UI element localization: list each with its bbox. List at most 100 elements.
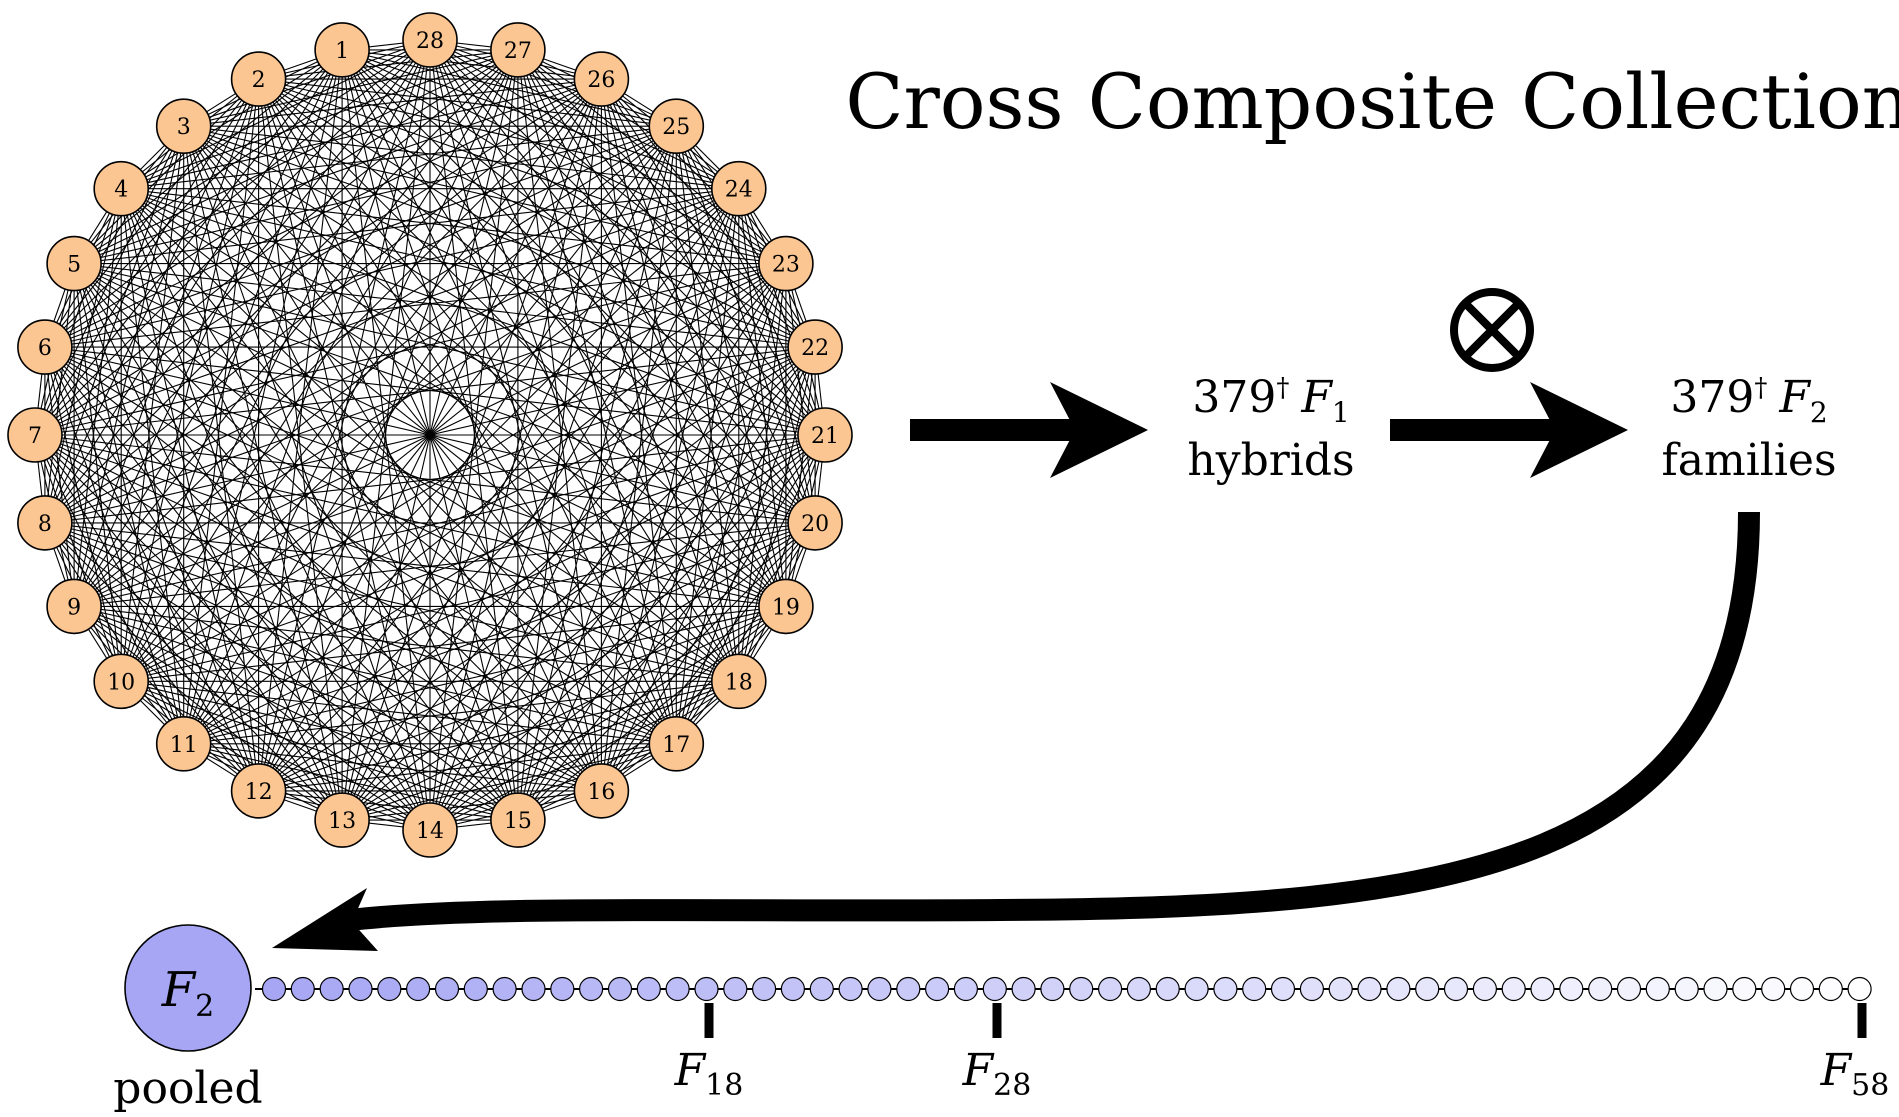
cross-edge <box>517 49 740 190</box>
cross-edge <box>34 346 816 436</box>
cross-edge <box>600 522 816 792</box>
diagram-title: Cross Composite Collection <box>845 57 1899 146</box>
cross-edge <box>429 743 677 831</box>
cross-edge <box>738 188 787 607</box>
cross-edge <box>120 188 677 745</box>
parent-node-label: 1 <box>335 39 349 64</box>
cross-edge <box>517 79 602 821</box>
cross-edge <box>600 79 677 744</box>
cross-edge <box>121 188 826 436</box>
generation-circle <box>1299 976 1325 1002</box>
parent-node-label: 13 <box>328 809 356 834</box>
parent-node: 1 <box>314 22 370 78</box>
cross-edge <box>258 434 826 792</box>
generation-circle <box>953 976 979 1002</box>
cross-edge <box>34 434 122 682</box>
cross-edge <box>74 522 816 607</box>
generation-circle <box>1674 976 1699 1002</box>
generation-circle <box>319 976 344 1002</box>
cross-edge <box>120 188 787 607</box>
generation-circle <box>1501 976 1526 1002</box>
cross-edge <box>429 39 677 127</box>
cross-edge <box>73 605 431 831</box>
cross-edge <box>258 78 677 745</box>
generation-circle <box>751 976 777 1002</box>
generation-circle <box>1732 976 1757 1002</box>
pooled-f2-label: F2 <box>161 962 214 1024</box>
generation-circle <box>723 976 748 1002</box>
cross-edge <box>34 78 260 436</box>
parent-node-label: 27 <box>504 39 532 64</box>
cross-edge <box>429 39 519 821</box>
parent-node: 9 <box>46 578 102 635</box>
cross-edge <box>44 522 786 607</box>
cross-edge <box>120 49 343 190</box>
generation-circle <box>406 976 431 1002</box>
cross-edge <box>121 49 519 190</box>
cross-edge <box>258 78 826 436</box>
cross-edge <box>73 125 677 265</box>
cross-edge <box>74 188 739 265</box>
generation-circle <box>1443 976 1469 1002</box>
cross-edge <box>785 263 816 523</box>
cross-edge <box>429 39 787 607</box>
cross-edge <box>601 78 787 264</box>
generation-circle <box>1616 976 1642 1002</box>
cross-edge <box>517 126 677 821</box>
parent-node: 19 <box>758 578 814 635</box>
cross-edge <box>258 79 343 821</box>
cross-edge <box>120 263 787 682</box>
generation-circle <box>1530 976 1555 1002</box>
cross-edge <box>675 126 816 524</box>
parent-node-label: 11 <box>170 733 198 758</box>
parent-node-label: 7 <box>28 424 42 449</box>
cross-edge <box>517 49 787 265</box>
cross-edge <box>183 125 816 524</box>
cross-edge <box>341 49 816 524</box>
marker-f58: F58 <box>1820 1003 1890 1103</box>
cross-edge <box>73 39 431 265</box>
cross-edge <box>44 522 185 745</box>
cross-edge <box>121 680 519 821</box>
pooled-caption: pooled <box>113 1063 262 1114</box>
parent-node-label: 17 <box>662 733 690 758</box>
marker-f58-label: F58 <box>1820 1045 1890 1103</box>
parent-node-label: 19 <box>772 595 800 620</box>
generation-circle <box>1415 976 1440 1002</box>
cross-edge <box>44 263 75 523</box>
cross-edge <box>517 49 740 682</box>
cross-edge <box>341 743 677 821</box>
cross-edge <box>738 434 826 682</box>
cross-edge <box>600 78 740 682</box>
cross-edge <box>429 39 826 436</box>
parent-node-label: 20 <box>801 512 829 537</box>
parent-node-label: 6 <box>38 336 52 361</box>
cross-edge <box>73 49 519 607</box>
parent-node: 10 <box>93 653 149 710</box>
parent-node: 8 <box>17 495 73 551</box>
cross-edge <box>600 78 826 436</box>
cross-edge <box>73 78 259 264</box>
parent-node-label: 4 <box>114 178 128 203</box>
generation-circle <box>1703 976 1728 1002</box>
parent-node-label: 10 <box>107 670 135 695</box>
cross-edge <box>517 49 816 524</box>
parent-node: 25 <box>648 98 705 154</box>
cross-edge <box>44 39 431 524</box>
parent-node-label: 24 <box>725 178 753 203</box>
cross-edge <box>429 263 787 831</box>
parent-node: 24 <box>710 160 767 217</box>
cross-edge <box>183 39 431 127</box>
f2-families-label: families <box>1661 435 1836 486</box>
cross-edge <box>120 78 602 682</box>
cross-edge <box>44 49 343 348</box>
parent-node: 15 <box>490 792 546 848</box>
cross-edge <box>429 39 602 792</box>
cross-edge <box>183 605 787 745</box>
pooled-f2-node: F2 pooled <box>113 924 263 1114</box>
generation-circles <box>261 976 1872 1002</box>
cross-edge <box>675 125 816 348</box>
cross-edge <box>120 346 816 682</box>
cross-edge <box>183 743 602 792</box>
